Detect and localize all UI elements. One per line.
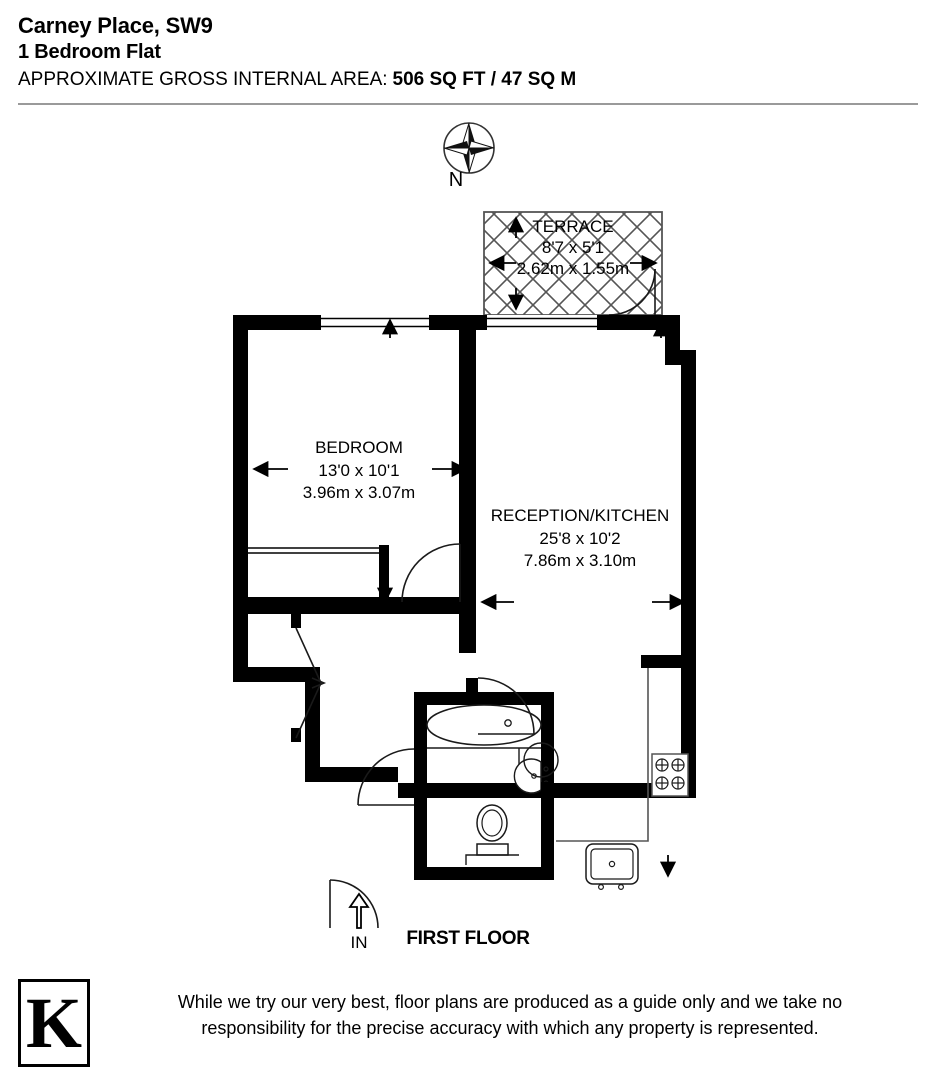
reception-kitchen-dim-imperial: 25'8 x 10'2: [539, 529, 620, 548]
entrance-arrow-icon: [348, 892, 370, 929]
floor-caption: FIRST FLOOR: [406, 928, 530, 949]
compass-rose-icon: [443, 122, 495, 174]
reception-dimension-arrows: [480, 320, 686, 878]
area-value: 506 SQ FT / 47 SQ M: [392, 69, 577, 90]
disclaimer-line-1: While we try our very best, floor plans …: [177, 992, 843, 1012]
entrance-label: IN: [351, 933, 368, 952]
area-summary: APPROXIMATE GROSS INTERNAL AREA:506 SQ F…: [18, 68, 918, 92]
wall-closet-right: [379, 545, 389, 600]
header-divider: [18, 103, 918, 105]
floor-plan-canvas: N TERRACE 8'7 x 5'1 2.62m x 1.55m: [0, 110, 936, 955]
partition-wall-hall: [459, 610, 476, 653]
terrace-dimension-arrows: [488, 216, 658, 311]
page-title: Carney Place, SW9: [18, 13, 213, 38]
terrace-name: TERRACE: [532, 217, 613, 236]
bathroom-door[interactable]: [357, 748, 415, 806]
bathroom-door-frame: [466, 678, 478, 694]
kitchen-sink-icon: [585, 843, 639, 890]
reception-window: [487, 315, 597, 330]
terrace-dim-metric: 2.62m x 1.55m: [517, 259, 629, 278]
bedroom-door[interactable]: [401, 543, 461, 603]
hall-cupboard-doors[interactable]: [295, 627, 327, 739]
kitchen-counter-wall: [641, 655, 681, 668]
disclaimer-text: While we try our very best, floor plans …: [90, 975, 936, 1041]
bedroom-wardrobe: [248, 547, 389, 554]
bedroom-dimension-arrows: [252, 318, 468, 604]
logo-letter: K: [25, 983, 82, 1063]
wall-cupboard-bottom-stub: [291, 728, 301, 742]
reception-kitchen-name: RECEPTION/KITCHEN: [491, 506, 670, 525]
washbasin-icon: [513, 742, 559, 794]
disclaimer-line-2: responsibility for the precise accuracy …: [201, 1018, 819, 1038]
floor-plan-svg: N TERRACE 8'7 x 5'1 2.62m x 1.55m: [233, 122, 696, 952]
kitchen-counter: [556, 666, 649, 842]
terrace-dim-imperial: 8'7 x 5'1: [542, 238, 604, 257]
plan-footer: K While we try our very best, floor plan…: [0, 975, 936, 1080]
bedroom-dim-metric: 3.96m x 3.07m: [303, 483, 415, 502]
bedroom-dim-imperial: 13'0 x 10'1: [318, 461, 399, 480]
bedroom-name: BEDROOM: [315, 438, 403, 457]
bathtub-icon: [426, 704, 542, 746]
kitchen-hob-icon: [651, 753, 689, 797]
wall-bedroom-bottom: [233, 597, 473, 614]
plan-header: Carney Place, SW9 1 Bedroom Flat APPROXI…: [0, 0, 936, 92]
brand-logo: K: [18, 979, 90, 1067]
property-type: 1 Bedroom Flat: [18, 41, 161, 63]
toilet-icon: [476, 804, 509, 856]
wall-cupboard-top-stub: [291, 614, 301, 628]
compass-north-label: N: [449, 169, 463, 191]
hall-to-reception-door[interactable]: [477, 677, 535, 735]
wc-walls: [414, 782, 554, 880]
area-label: APPROXIMATE GROSS INTERNAL AREA:: [18, 69, 388, 90]
partition-wall-bedroom: [459, 315, 476, 610]
entrance-door[interactable]: [329, 879, 379, 929]
reception-kitchen-dim-metric: 7.86m x 3.10m: [524, 551, 636, 570]
bedroom-window: [321, 315, 429, 330]
